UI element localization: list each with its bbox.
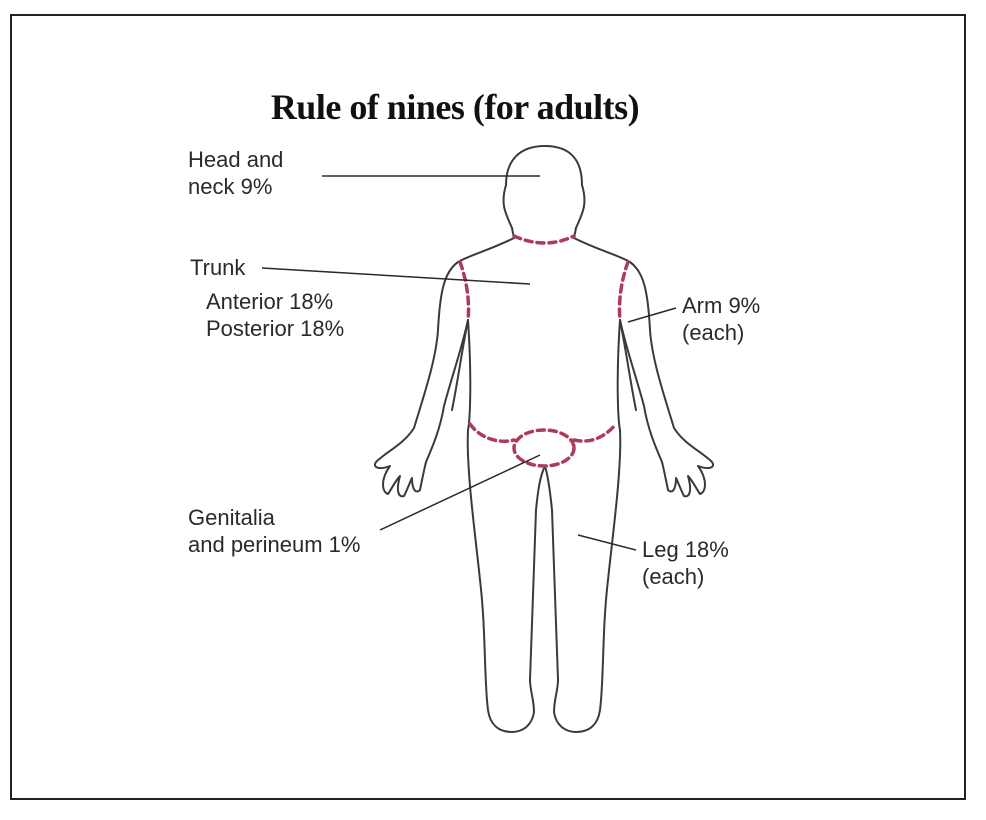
right-side-outline bbox=[544, 237, 714, 733]
leader-lines bbox=[261, 175, 677, 551]
arm-label: Arm 9% (each) bbox=[682, 292, 760, 346]
arm-label-line1: Arm 9% bbox=[682, 293, 761, 318]
leg-label: Leg 18% (each) bbox=[642, 536, 729, 590]
leg-label-line1: Leg 18% bbox=[642, 537, 729, 562]
head-label-line1: Head and bbox=[188, 147, 284, 172]
right-inner-arm bbox=[619, 319, 637, 411]
diagram-title: Rule of nines (for adults) bbox=[270, 87, 640, 127]
right-shoulder-boundary bbox=[617, 260, 630, 322]
trunk-anterior-text: Anterior 18% bbox=[206, 289, 334, 314]
body-outline bbox=[374, 145, 714, 733]
leg-leader bbox=[577, 534, 637, 551]
trunk-posterior-text: Posterior 18% bbox=[206, 316, 345, 341]
genitalia-leader bbox=[379, 454, 541, 531]
left-side-outline bbox=[374, 237, 546, 733]
genitalia-label-line2: and perineum 1% bbox=[188, 532, 361, 557]
neck-outline bbox=[511, 227, 577, 239]
trunk-label: Trunk bbox=[190, 254, 245, 281]
groin-boundary-left bbox=[468, 422, 516, 443]
perineum-boundary bbox=[512, 428, 576, 468]
left-inner-arm bbox=[451, 319, 469, 411]
genitalia-label: Genitalia and perineum 1% bbox=[188, 504, 360, 558]
genitalia-label-line1: Genitalia bbox=[188, 505, 275, 530]
diagram-frame bbox=[10, 14, 966, 800]
region-boundaries bbox=[458, 234, 630, 468]
trunk-leader bbox=[261, 267, 531, 285]
left-shoulder-boundary bbox=[458, 260, 471, 322]
trunk-heading: Trunk bbox=[190, 255, 246, 280]
leg-label-line2: (each) bbox=[642, 564, 705, 589]
trunk-anterior-label: Anterior 18% Posterior 18% bbox=[206, 288, 344, 342]
head-outline bbox=[502, 145, 586, 229]
groin-boundary-right bbox=[572, 422, 618, 443]
arm-label-line2: (each) bbox=[682, 320, 745, 345]
head-label-line2: neck 9% bbox=[188, 174, 273, 199]
neck-boundary bbox=[512, 234, 576, 245]
arm-leader bbox=[627, 307, 677, 323]
head-neck-label: Head and neck 9% bbox=[188, 146, 283, 200]
